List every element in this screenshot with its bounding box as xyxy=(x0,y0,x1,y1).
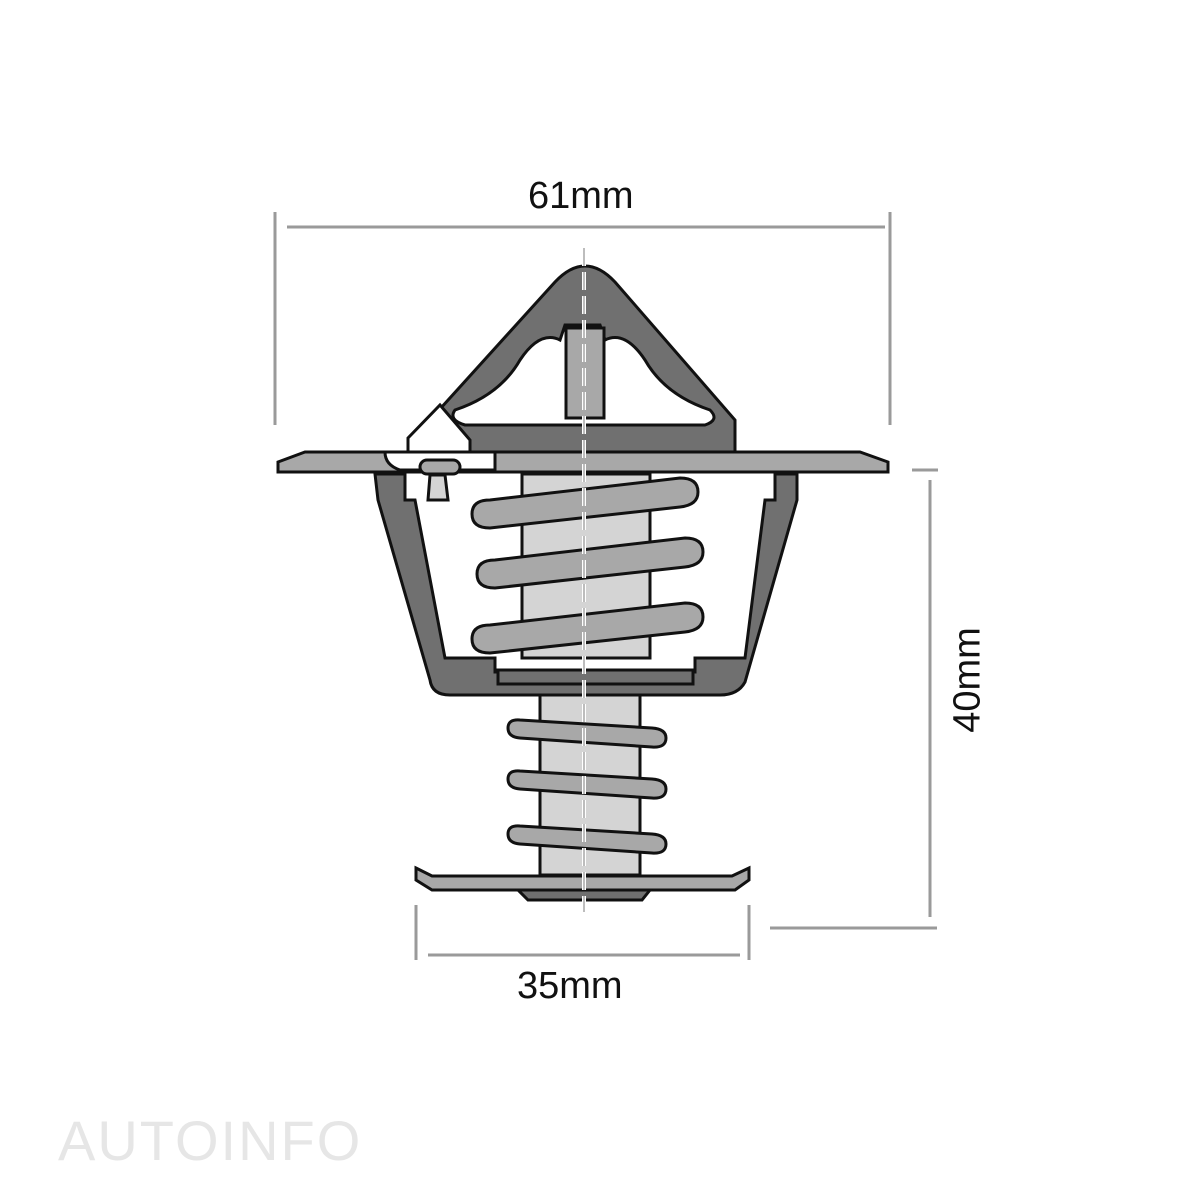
flange-plate xyxy=(276,402,890,502)
cup-body xyxy=(373,472,799,697)
flange-width-dimension-label: 35mm xyxy=(517,965,623,1007)
dimension-lines xyxy=(273,212,938,960)
lower-spring xyxy=(506,718,668,855)
width-dimension-label: 61mm xyxy=(528,175,634,217)
height-dimension-label: 40mm xyxy=(946,627,989,733)
upper-spring xyxy=(470,476,705,655)
autoinfo-watermark-logo: AUTOINFO xyxy=(58,1109,363,1172)
